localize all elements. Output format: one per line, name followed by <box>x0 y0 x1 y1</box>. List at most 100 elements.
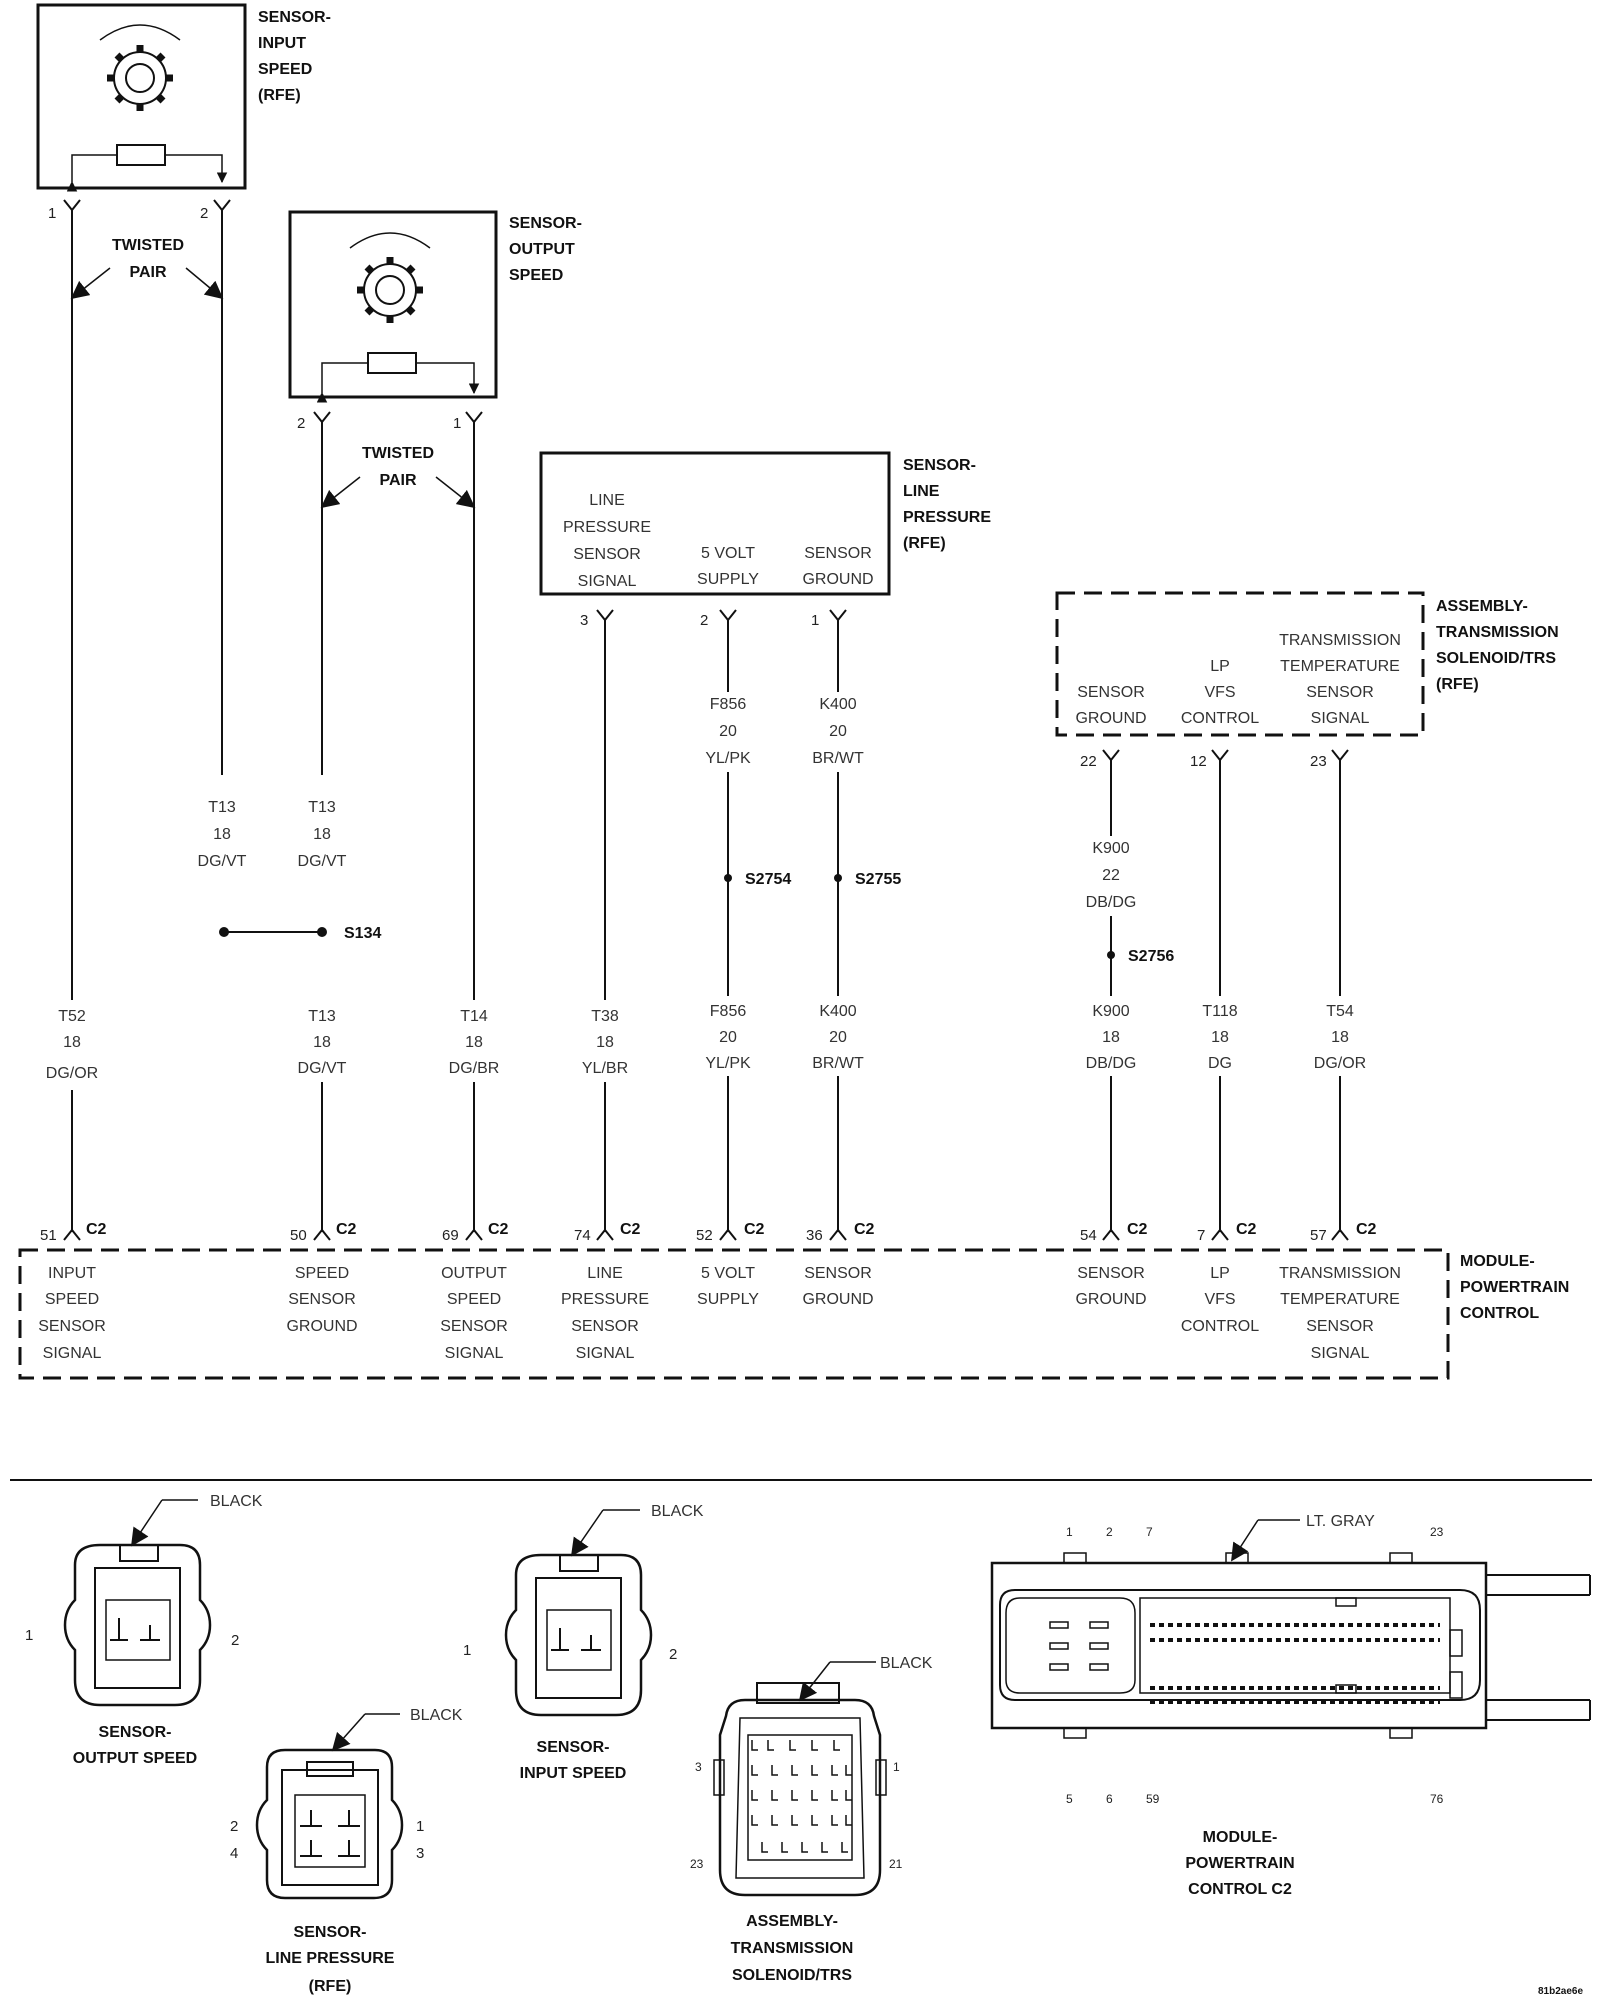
sol-name: (RFE) <box>1436 676 1479 693</box>
twisted-pair-label-0: TWISTED <box>362 445 434 462</box>
splice-s2755: S2755 <box>855 871 901 888</box>
output-speed-name-1: OUTPUT <box>509 241 575 258</box>
splice-dot <box>1107 951 1115 959</box>
pcm-term-label: SENSOR <box>1306 1318 1374 1335</box>
sol-pin: 22 <box>1080 753 1097 770</box>
cv-title: TRANSMISSION <box>731 1940 854 1957</box>
splice-dot <box>724 874 732 882</box>
pcm-name: POWERTRAIN <box>1460 1279 1569 1296</box>
pcm-term-label: VFS <box>1204 1291 1235 1308</box>
wire-t38-label: YL/BR <box>582 1060 628 1077</box>
lp-term-label: SENSOR <box>804 545 872 562</box>
splice-dot <box>834 874 842 882</box>
pcm-term-label: SENSOR <box>440 1318 508 1335</box>
splice-s2756: S2756 <box>1128 948 1174 965</box>
cv-title: CONTROL C2 <box>1188 1881 1292 1898</box>
wire-t13-label: 18 <box>313 1034 331 1051</box>
wire-k400-label: K400 <box>819 1003 856 1020</box>
lp-name: (RFE) <box>903 535 946 552</box>
pcm-term-label: TRANSMISSION <box>1279 1265 1401 1282</box>
lp-term-label: PRESSURE <box>563 519 651 536</box>
pcm-conn: C2 <box>1236 1221 1257 1238</box>
connector-view-line-pressure: BLACK 2 4 1 3 SENSOR- LINE PRESSURE (RFE… <box>230 1707 463 1995</box>
pcm-conn: C2 <box>744 1221 765 1238</box>
cv-pin: 1 <box>893 1760 900 1774</box>
wire-t54-label: DG/OR <box>1314 1055 1366 1072</box>
cv-pin: 3 <box>695 1760 702 1774</box>
wire-t14-label: 18 <box>465 1034 483 1051</box>
pcm-term-label: TEMPERATURE <box>1280 1291 1400 1308</box>
sol-name: SOLENOID/TRS <box>1436 650 1556 667</box>
cv-pin: 2 <box>1106 1525 1113 1539</box>
wire-t54-label: 18 <box>1331 1029 1349 1046</box>
pcm-term-label: SUPPLY <box>697 1291 759 1308</box>
cv-title: SENSOR- <box>537 1739 610 1756</box>
lp-name: PRESSURE <box>903 509 991 526</box>
sol-term-label: SENSOR <box>1077 684 1145 701</box>
pcm-term-label: GROUND <box>1075 1291 1146 1308</box>
pcm-conn: C2 <box>854 1221 875 1238</box>
pcm-term-label: SENSOR <box>1077 1265 1145 1282</box>
cv-title: SENSOR- <box>99 1724 172 1741</box>
pcm-term-label: SIGNAL <box>445 1345 504 1362</box>
wire-t38-label: T38 <box>591 1008 619 1025</box>
pcm-term-label: SPEED <box>45 1291 99 1308</box>
pcm-term-label: SPEED <box>447 1291 501 1308</box>
input-speed-name-0: SENSOR- <box>258 9 331 26</box>
pcm-term-label: CONTROL <box>1181 1318 1259 1335</box>
lp-term-label: LINE <box>589 492 625 509</box>
sol-name: TRANSMISSION <box>1436 624 1559 641</box>
cv-pin: 2 <box>231 1632 239 1649</box>
wire-f856-label: F856 <box>710 696 747 713</box>
cv-title: SOLENOID/TRS <box>732 1967 852 1984</box>
cv-pin: 2 <box>230 1818 238 1835</box>
wire-f856-label: YL/PK <box>705 750 751 767</box>
splice-s2754: S2754 <box>745 871 791 888</box>
pcm-term-label: LP <box>1210 1265 1230 1282</box>
lp-pin: 1 <box>811 612 819 629</box>
wire-k400-label: K400 <box>819 696 856 713</box>
pcm-conn: C2 <box>336 1221 357 1238</box>
pcm-pin: 51 <box>40 1227 57 1244</box>
pcm-pin: 54 <box>1080 1227 1097 1244</box>
pcm-term-label: GROUND <box>802 1291 873 1308</box>
cv-pin: 3 <box>416 1845 424 1862</box>
wire-t13-label: 18 <box>313 826 331 843</box>
input-speed-name-3: (RFE) <box>258 87 301 104</box>
cv-pin: 23 <box>1430 1525 1444 1539</box>
pcm-term-label: SENSOR <box>804 1265 872 1282</box>
wire-t52-label: T52 <box>58 1008 86 1025</box>
output-speed-name-0: SENSOR- <box>509 215 582 232</box>
pcm-conn: C2 <box>86 1221 107 1238</box>
cv-pin: 1 <box>416 1818 424 1835</box>
wire-f856-label: 20 <box>719 723 737 740</box>
wire-k400-label: BR/WT <box>812 1055 864 1072</box>
wire-k400-label: 20 <box>829 1029 847 1046</box>
pcm-pin: 74 <box>574 1227 591 1244</box>
wire-t13-label: T13 <box>308 799 336 816</box>
pcm-conn: C2 <box>1127 1221 1148 1238</box>
wire-t13-label: DG/VT <box>298 853 347 870</box>
cv-pin: 6 <box>1106 1792 1113 1806</box>
cv-title: MODULE- <box>1203 1829 1278 1846</box>
cv-title: INPUT SPEED <box>520 1765 627 1782</box>
cv-pin: 59 <box>1146 1792 1160 1806</box>
sol-term-label: SENSOR <box>1306 684 1374 701</box>
wire-t13-label: 18 <box>213 826 231 843</box>
pcm-term-label: SENSOR <box>288 1291 356 1308</box>
cv-title: (RFE) <box>309 1978 352 1995</box>
pcm-pin: 52 <box>696 1227 713 1244</box>
line-pressure-sensor: LINE PRESSURE SENSOR SIGNAL 5 VOLT SUPPL… <box>539 451 991 629</box>
cv-title: LINE PRESSURE <box>266 1950 395 1967</box>
cv-pin: 1 <box>1066 1525 1073 1539</box>
pcm-term-label: INPUT <box>48 1265 96 1282</box>
wire-t38-label: 18 <box>596 1034 614 1051</box>
gear-icon <box>357 257 423 323</box>
sol-term-label: CONTROL <box>1181 710 1259 727</box>
wire-k900-label: 18 <box>1102 1029 1120 1046</box>
cv-pin: 21 <box>889 1857 903 1871</box>
wire-t14-label: DG/BR <box>449 1060 500 1077</box>
twisted-pair-label-1: PAIR <box>379 472 416 489</box>
connector-view-solenoid: BLACK 3 1 23 21 ASSEMBLY- TRANSMISSION S… <box>690 1655 933 1984</box>
